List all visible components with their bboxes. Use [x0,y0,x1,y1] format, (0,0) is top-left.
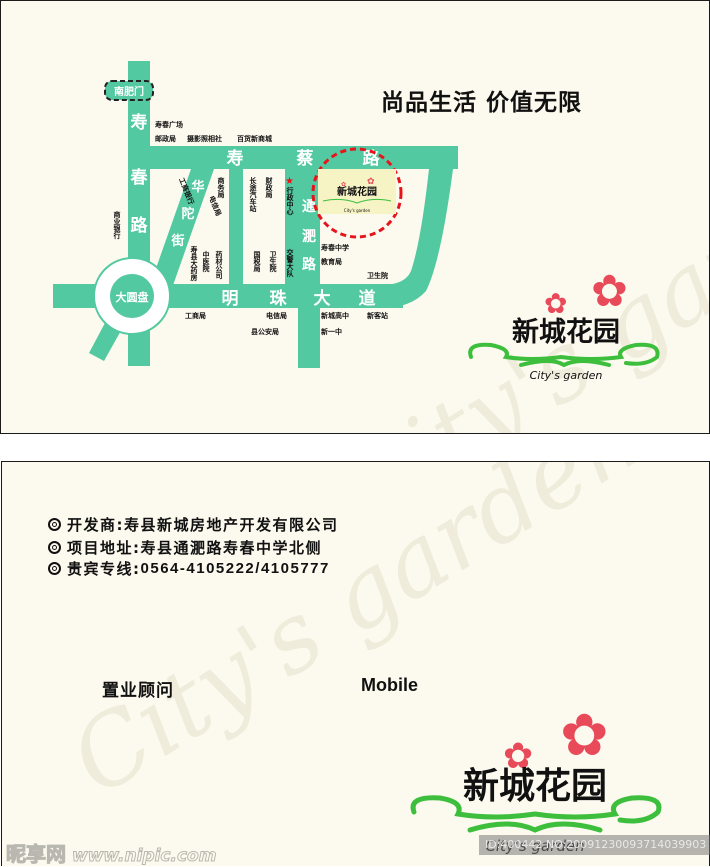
place-label: 商务局 [217,176,226,199]
place-label: 行政中心 [286,186,295,216]
place-label: 商业银行 [113,210,122,240]
target-bullet-icon [48,562,61,575]
adviser-label: 置业顾问 [102,681,174,701]
logo-title: 新城花园 [512,316,620,348]
road-char: 蔡 [296,149,314,169]
place-label: 新城高中 [321,311,349,320]
site-logo: 昵享网 [6,842,67,867]
location-map: 大圆盘 南肥门 寿 春 路 寿 蔡 路 通 淝 路 华 陀 街 明 珠 大 道 … [53,61,458,368]
info-value: 寿县通淝路寿春中学北侧 [140,539,323,557]
road-char: 路 [302,256,317,273]
info-developer: 开发商 : 寿县新城房地产开发有限公司 [48,514,339,535]
road-char: 道 [359,288,376,309]
road-char: 珠 [270,289,288,309]
slogan: 尚品生活 价值无限 [381,90,583,116]
info-sep: : [116,515,125,534]
road-char: 陀 [181,206,194,222]
place-label: 工商局 [185,311,206,320]
flower-icon: ✿ [503,736,533,777]
road-char: 淝 [302,229,316,245]
marker-title: 新城花园 [337,185,377,198]
star-icon: ★ [285,176,294,187]
target-bullet-icon [48,541,61,554]
business-card-front: City's garden 尚品生活 价值无限 大圆盘 南肥 [0,0,710,434]
place-label: 电信局 [266,311,287,320]
roundabout-label: 大圆盘 [116,290,149,304]
place-label: 摄影照相社 [187,134,222,143]
marker-subtitle: City's garden [344,208,371,213]
road-char: 街 [170,233,184,249]
road-char: 大 [314,288,331,309]
place-label: 寿县大药房 [190,245,198,282]
info-sep: : [133,538,141,557]
info-value: 寿县新城房地产开发有限公司 [124,516,339,534]
place-label: 教育局 [320,257,342,266]
info-value: 0564-4105222/4105777 [140,560,330,577]
road-char: 通 [302,199,316,215]
place-label: 国税局 [253,250,261,273]
flower-icon: ✿ [544,287,567,320]
info-label: 开发商 [67,516,117,534]
place-label: 寿春中学 [321,243,349,252]
place-label: 卫生院 [367,271,388,280]
image-id-bar: ID:400442 NO:20091230093714039903 [479,835,710,855]
gate-label: 南肥门 [114,85,144,98]
place-label: 百货新商城 [237,134,272,143]
info-label: 项目地址 [67,539,134,557]
flower-icon: ✿ [367,177,375,187]
road-char: 路 [363,148,381,169]
road-char: 华 [191,179,204,195]
project-marker-circle [311,147,403,239]
info-address: 项目地址 : 寿县通淝路寿春中学北侧 [48,537,322,558]
site-url: www.nipic.com [71,846,217,867]
logo-xincheng-garden: ✿ ✿ 新城花园 City's garden [468,266,660,382]
place-label: 新一中 [321,327,342,336]
info-sep: : [133,559,141,578]
place-label: 卫生院 [269,251,277,273]
flower-icon: ✿ [591,266,628,317]
target-bullet-icon [48,518,61,531]
road-char: 明 [222,289,239,309]
flower-icon: ✿ [341,181,346,188]
place-label: 中医院 [202,250,210,273]
road-char: 路 [131,215,149,236]
road-char: 寿 [131,112,148,133]
info-hotline: 贵宾专线 : 0564-4105222/4105777 [48,558,330,579]
place-label: 财政局 [265,176,274,199]
info-label: 贵宾专线 [67,560,134,578]
place-label: 药材公司 [215,250,224,280]
business-card-back: City's garden [1,461,710,866]
place-label: 寿春广场 [155,120,183,129]
logo-subtitle: City's garden [530,369,603,382]
road-char: 春 [131,167,148,188]
place-label: 交警大队 [286,248,295,278]
logo-title: 新城花园 [463,766,607,807]
flower-icon: ✿ [560,701,609,769]
place-label: 县公安局 [251,327,279,336]
place-label: 邮政局 [155,134,176,143]
mobile-label: Mobile [361,675,418,695]
place-label: 长途汽车站 [249,176,258,213]
place-label: 新客站 [367,311,388,320]
road-char: 寿 [227,148,244,169]
